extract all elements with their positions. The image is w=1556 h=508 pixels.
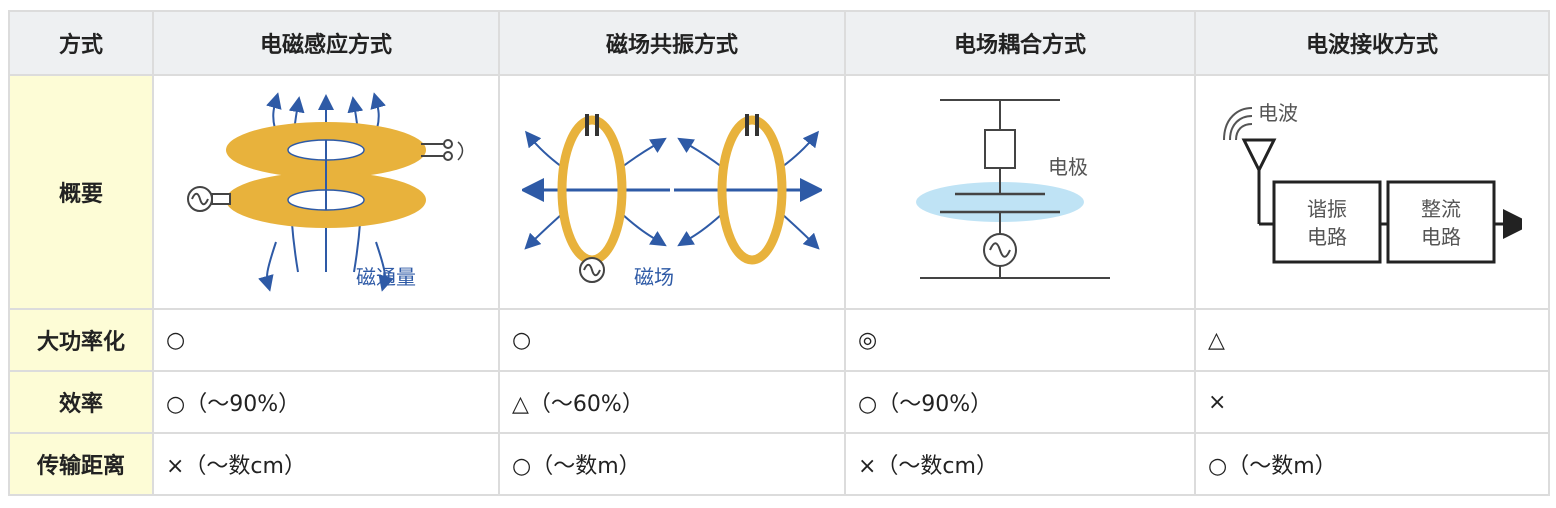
resonator-coil-right <box>717 115 787 265</box>
cell-efficiency-radio: × <box>1194 370 1550 434</box>
coupling-electrode-label: 电极 <box>1048 155 1088 179</box>
header-method: 方式 <box>8 10 154 76</box>
comparison-table: 方式 电磁感应方式 磁场共振方式 电场耦合方式 电波接收方式 概要 <box>8 10 1550 496</box>
ac-source-icon <box>579 257 605 283</box>
cell-distance-radio: ○（～数m） <box>1194 432 1550 496</box>
rectifier-circuit-block <box>1386 180 1496 264</box>
cell-power-radio: △ <box>1194 308 1550 372</box>
cell-power-coupling: ◎ <box>844 308 1196 372</box>
wave-icon <box>1223 107 1253 141</box>
header-row: 方式 电磁感应方式 磁场共振方式 电场耦合方式 电波接收方式 <box>8 10 1550 76</box>
cell-power-resonance: ○ <box>498 308 846 372</box>
block1-line1: 谐振 <box>1307 197 1347 221</box>
resonant-circuit-block <box>1272 180 1382 264</box>
block2-line2: 电路 <box>1421 225 1461 249</box>
row-power: 大功率化 ○ ○ ◎ △ <box>8 308 1550 372</box>
induction-flux-label: 磁通量 <box>356 265 416 289</box>
cell-power-induction: ○ <box>152 308 500 372</box>
resonance-diagram: 磁场 <box>522 114 822 289</box>
coupling-diagram: 电极 <box>916 99 1110 279</box>
resonance-field-label: 磁场 <box>634 265 674 289</box>
row-distance: 传输距离 ×（～数cm） ○（～数m） ×（～数cm） ○（～数m） <box>8 432 1550 496</box>
induction-diagram-cell: 磁通量 <box>152 74 500 310</box>
radio-diagram-cell: 电波 谐振 电路 整流 电路 <box>1194 74 1550 310</box>
cell-distance-induction: ×（～数cm） <box>152 432 500 496</box>
ac-source-icon <box>983 233 1017 267</box>
block2-line1: 整流 <box>1421 197 1461 221</box>
overview-row: 概要 <box>8 74 1550 310</box>
row-efficiency: 效率 ○（～90%） △（～60%） ○（～90%） × <box>8 370 1550 434</box>
cell-efficiency-coupling: ○（～90%） <box>844 370 1196 434</box>
coupling-diagram-cell: 电极 <box>844 74 1196 310</box>
ac-source-icon <box>187 186 231 212</box>
cell-distance-coupling: ×（～数cm） <box>844 432 1196 496</box>
antenna-icon <box>1241 138 1522 239</box>
radio-diagram: 电波 谐振 电路 整流 电路 <box>1223 101 1522 264</box>
cell-distance-resonance: ○（～数m） <box>498 432 846 496</box>
induction-diagram: 磁通量 <box>187 92 464 292</box>
block1-line2: 电路 <box>1307 225 1347 249</box>
load-resistor <box>984 129 1016 169</box>
header-induction: 电磁感应方式 <box>152 10 500 76</box>
header-coupling: 电场耦合方式 <box>844 10 1196 76</box>
header-radio: 电波接收方式 <box>1194 10 1550 76</box>
row-label-distance: 传输距离 <box>8 432 154 496</box>
row-label-efficiency: 效率 <box>8 370 154 434</box>
row-label-power: 大功率化 <box>8 308 154 372</box>
cell-efficiency-induction: ○（～90%） <box>152 370 500 434</box>
cell-efficiency-resonance: △（～60%） <box>498 370 846 434</box>
resonance-diagram-cell: 磁场 <box>498 74 846 310</box>
row-label-overview: 概要 <box>8 74 154 310</box>
header-resonance: 磁场共振方式 <box>498 10 846 76</box>
radio-wave-label: 电波 <box>1258 101 1298 125</box>
